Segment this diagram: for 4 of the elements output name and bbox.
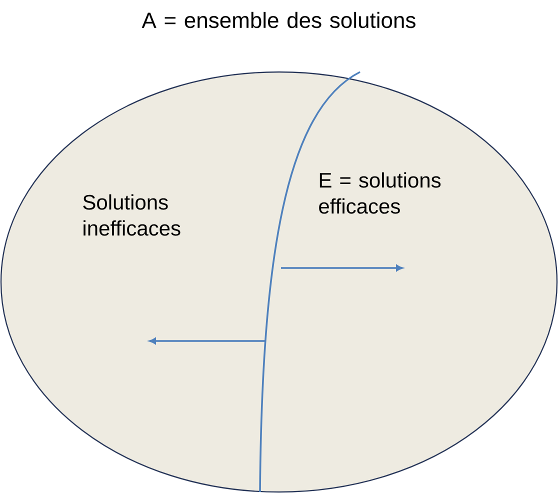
region-label: Solutions inefficaces xyxy=(83,194,180,236)
heading: A = ensemble des solutions xyxy=(142,12,416,28)
region-label: E = solutions efficaces xyxy=(319,172,441,214)
set-ellipse xyxy=(0,71,558,493)
